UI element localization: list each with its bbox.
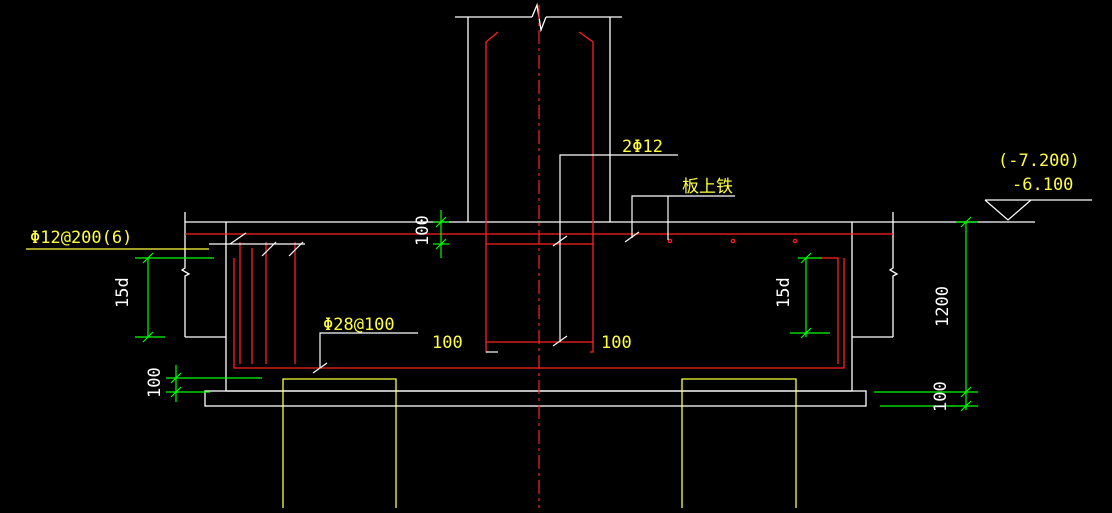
label-elevation: -6.100: [1012, 175, 1073, 195]
dim-anchor-right: 15d: [774, 277, 794, 308]
label-column-bars: 2Φ12: [622, 137, 663, 157]
column-bar-right: [578, 31, 594, 353]
pile-left: [282, 378, 397, 508]
dimensions: [135, 210, 978, 412]
label-stirrups: Φ12@200(6): [30, 228, 132, 248]
column-outline: [455, 2, 622, 222]
text-labels: 2Φ12 板上铁 (-7.200) -6.100 Φ12@200(6) Φ28@…: [30, 137, 1080, 353]
column-bar-left: [485, 31, 499, 353]
dim-anchor-left: 15d: [113, 277, 133, 308]
label-offset-right: 100: [601, 333, 632, 353]
pile-right: [681, 378, 797, 508]
label-slab-top-bars: 板上铁: [682, 177, 733, 197]
label-left-bars: Φ28@100: [323, 315, 395, 335]
dim-cover-top: 100: [413, 215, 433, 246]
cap-outline: [180, 212, 1035, 407]
dim-cover-bottom-right: 100: [931, 381, 951, 412]
label-offset-left: 100: [432, 333, 463, 353]
label-elevation-alt: (-7.200): [998, 151, 1080, 171]
dimension-texts: 100 15d 15d 100 1200 100: [113, 215, 953, 412]
leaders: [209, 154, 1092, 374]
dim-cover-bottom-left: 100: [145, 367, 165, 398]
piles: [282, 378, 797, 508]
dim-height: 1200: [933, 286, 953, 327]
